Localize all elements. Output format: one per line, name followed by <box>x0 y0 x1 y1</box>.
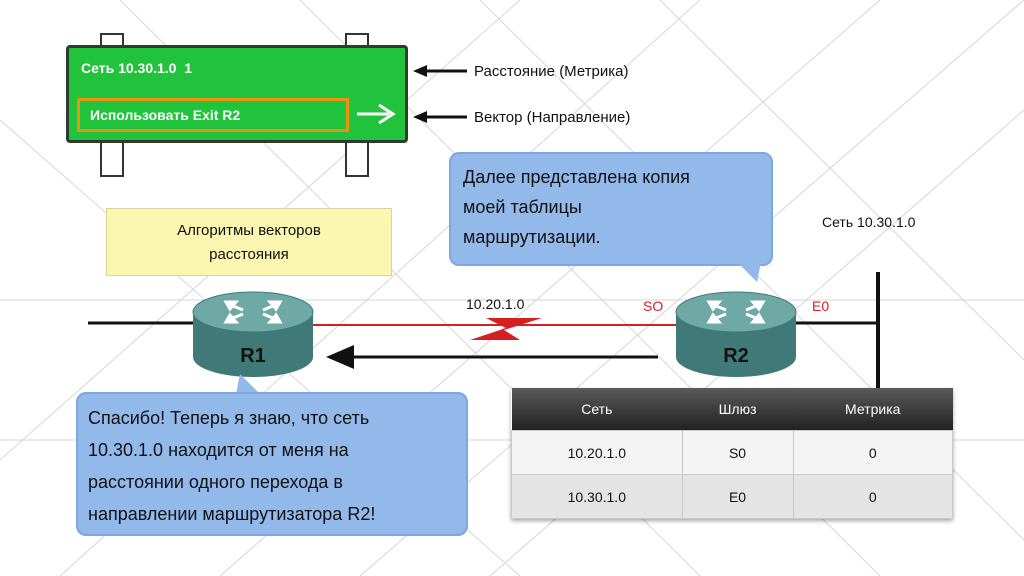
bubble-bottom-line2: 10.30.1.0 находится от меня на <box>88 440 349 460</box>
router-r1-icon <box>192 291 314 377</box>
table-header-network: Сеть <box>511 388 683 431</box>
table-cell-network: 10.20.1.0 <box>511 430 683 475</box>
bubble-bottom-line4: направлении маршрутизатора R2! <box>88 504 376 524</box>
table-header-gateway: Шлюз <box>682 388 793 431</box>
router-r2-speech-bubble: Далее представлена копия моей таблицы ма… <box>449 152 773 266</box>
algorithm-note: Алгоритмы векторов расстояния <box>106 208 392 276</box>
sign-post-bottom-right <box>345 141 369 177</box>
bubble-bottom-line3: расстоянии одного перехода в <box>88 472 343 492</box>
distance-label: Расстояние (Метрика) <box>474 63 629 80</box>
algorithm-note-line1: Алгоритмы векторов <box>177 222 321 239</box>
table-cell-metric: 0 <box>792 430 953 475</box>
bubble-top-line2: моей таблицы <box>463 197 582 217</box>
vector-label: Вектор (Направление) <box>474 109 631 126</box>
sign-exit-text: Использовать Exit R2 <box>90 107 241 123</box>
algorithm-note-line2: расстояния <box>209 246 289 263</box>
table-header-metric: Метрика <box>793 388 953 431</box>
routing-table: Сеть Шлюз Метрика 10.20.1.0 S0 0 10.30.1… <box>511 388 953 519</box>
table-cell-gateway: S0 <box>681 430 794 475</box>
road-sign: Сеть 10.30.1.0 1 Использовать Exit R2 <box>66 45 408 143</box>
bubble-top-tail <box>737 262 761 282</box>
bubble-top-line3: маршрутизации. <box>463 227 601 247</box>
update-arrow-icon <box>326 345 354 369</box>
interface-e0-label: E0 <box>812 298 830 314</box>
table-cell-network: 10.30.1.0 <box>511 474 683 519</box>
sign-exit-box: Использовать Exit R2 <box>77 98 349 132</box>
table-cell-gateway: E0 <box>681 474 794 519</box>
right-arrow-icon <box>357 103 396 125</box>
serial-zigzag-icon <box>470 318 542 340</box>
router-r2-label: R2 <box>723 345 749 367</box>
bubble-bottom-line1: Спасибо! Теперь я знаю, что сеть <box>88 408 370 428</box>
distance-arrow-icon <box>413 65 467 77</box>
table-cell-metric: 0 <box>792 474 953 519</box>
network-label-right: Сеть 10.30.1.0 <box>822 214 916 230</box>
router-r1-label: R1 <box>240 345 266 367</box>
sign-network-metric: Сеть 10.30.1.0 1 <box>81 60 193 76</box>
table-row: 10.30.1.0 E0 0 <box>511 474 953 519</box>
vector-arrow-icon <box>413 111 467 123</box>
bubble-top-line1: Далее представлена копия <box>463 167 690 187</box>
table-row: 10.20.1.0 S0 0 <box>511 430 953 475</box>
router-r2-icon <box>675 291 797 377</box>
table-header-row: Сеть Шлюз Метрика <box>511 388 953 431</box>
interface-so-label: SO <box>643 298 664 314</box>
router-r1-speech-bubble: Спасибо! Теперь я знаю, что сеть 10.30.1… <box>76 392 468 536</box>
link-network-label: 10.20.1.0 <box>466 296 525 312</box>
bubble-bottom-tail <box>236 374 260 394</box>
